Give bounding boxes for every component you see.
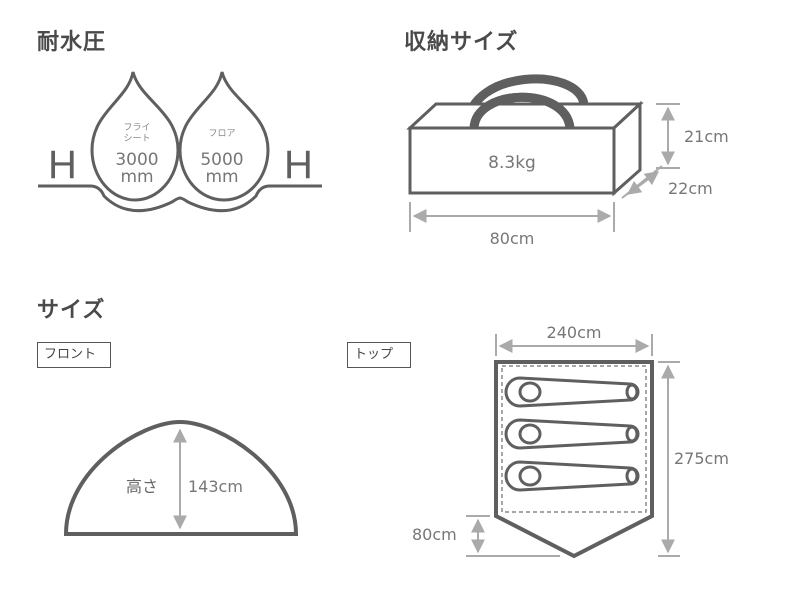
- water-pressure-heading: 耐水圧: [37, 30, 107, 55]
- bag-weight: 8.3kg: [488, 153, 536, 173]
- top-dimension-lines: [466, 334, 680, 557]
- h-left-label: H: [48, 143, 77, 187]
- front-height-value: 143cm: [188, 477, 243, 496]
- h-right-label: H: [284, 143, 313, 187]
- water-pressure-diagram: [38, 71, 322, 213]
- fly-label-line2: シート: [123, 134, 150, 144]
- ground-line: [38, 184, 322, 213]
- sleeping-bag-icon: [504, 376, 640, 408]
- fly-value: 3000: [115, 150, 158, 170]
- floor-drop-icon: [178, 71, 270, 202]
- top-width: 240cm: [547, 323, 602, 342]
- tent-top-outline: [494, 360, 654, 559]
- top-vestibule: 80cm: [412, 525, 457, 544]
- storage-bag-diagram: [406, 74, 644, 197]
- floor-label: フロア: [208, 129, 235, 139]
- fly-unit: mm: [120, 167, 153, 187]
- inner-tent-outline: [501, 365, 647, 513]
- storage-depth: 22cm: [668, 179, 713, 198]
- fly-label-line1: フライ: [123, 122, 150, 133]
- storage-width: 80cm: [490, 229, 535, 248]
- bag-top-face: [406, 102, 644, 130]
- top-view-label: トップ: [347, 342, 411, 368]
- size-heading: サイズ: [37, 298, 106, 323]
- storage-dimension-lines: [409, 103, 680, 232]
- storage-height: 21cm: [684, 127, 729, 146]
- sleeping-bag-icon: [504, 418, 640, 450]
- floor-unit: mm: [205, 167, 238, 187]
- floor-value: 5000: [200, 150, 243, 170]
- fly-drop-icon: [90, 71, 180, 202]
- sleeping-bag-icon: [504, 460, 640, 492]
- bag-side-face: [612, 100, 642, 197]
- front-view-label: フロント: [37, 342, 111, 368]
- tent-top-view: [494, 360, 654, 559]
- front-height-label: 高さ: [126, 477, 158, 496]
- top-length: 275cm: [674, 449, 729, 468]
- tent-front-dome: [63, 419, 299, 536]
- storage-size-heading: 収納サイズ: [404, 30, 519, 55]
